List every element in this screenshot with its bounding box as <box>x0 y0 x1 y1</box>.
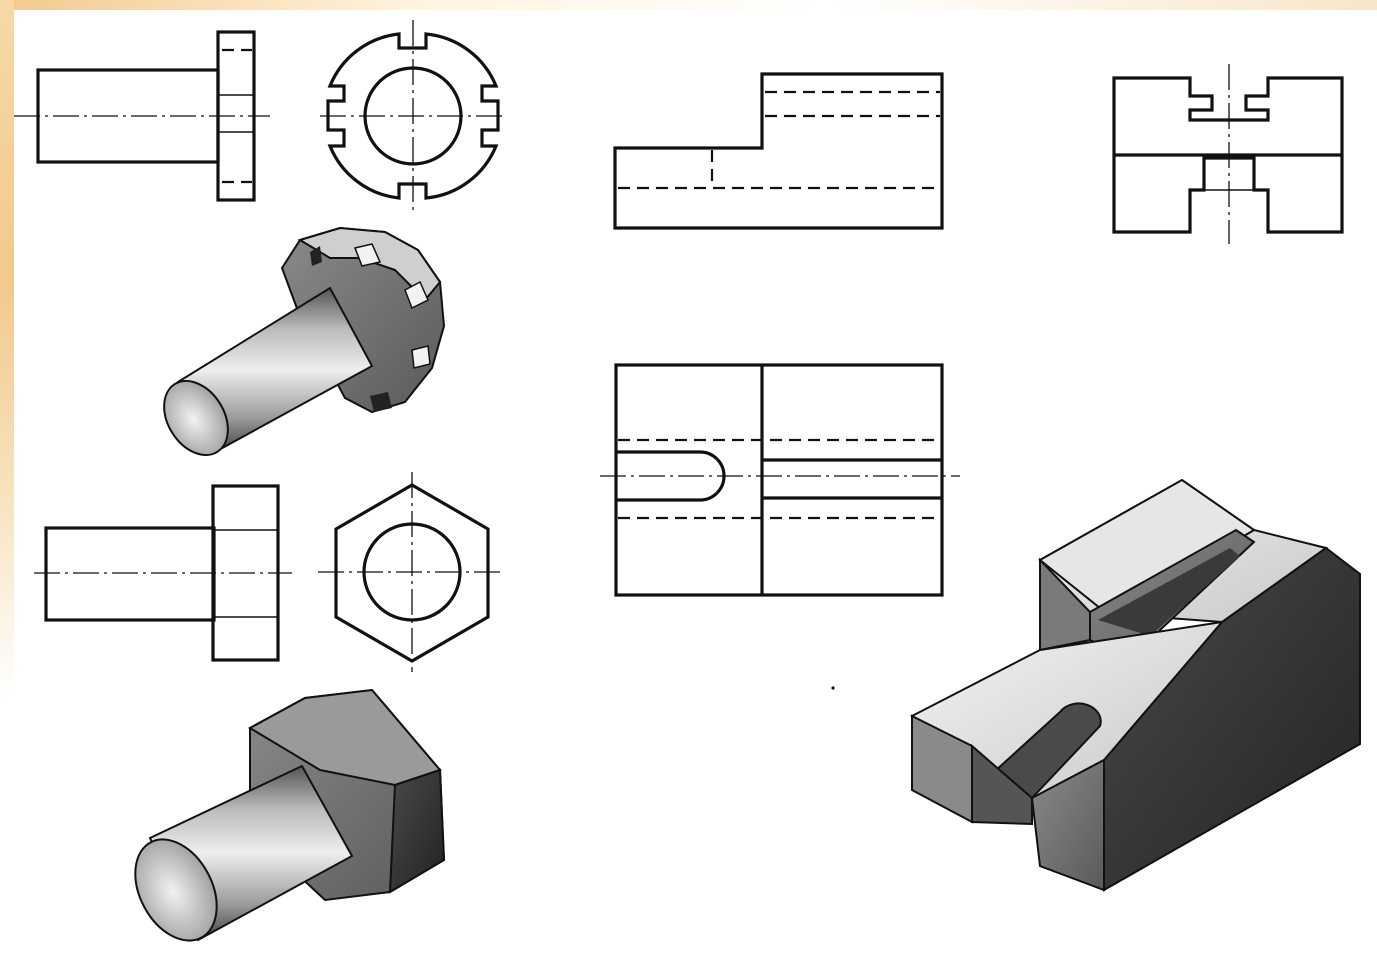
sheet-left-tint <box>0 0 14 700</box>
block-side-view <box>1112 64 1344 244</box>
block-top-view <box>600 363 960 597</box>
sheet-top-tint <box>0 0 1377 10</box>
hex-bolt-end-view <box>318 472 504 672</box>
stray-dot <box>831 686 835 690</box>
block-isometric <box>910 478 1361 892</box>
hex-bolt-isometric <box>134 688 446 942</box>
slotted-bolt-isometric <box>163 226 446 457</box>
block-front-view <box>613 72 944 230</box>
slotted-bolt-end-view <box>320 20 506 212</box>
slotted-bolt-front-view <box>14 30 270 202</box>
hex-bolt-front-view <box>34 484 292 662</box>
